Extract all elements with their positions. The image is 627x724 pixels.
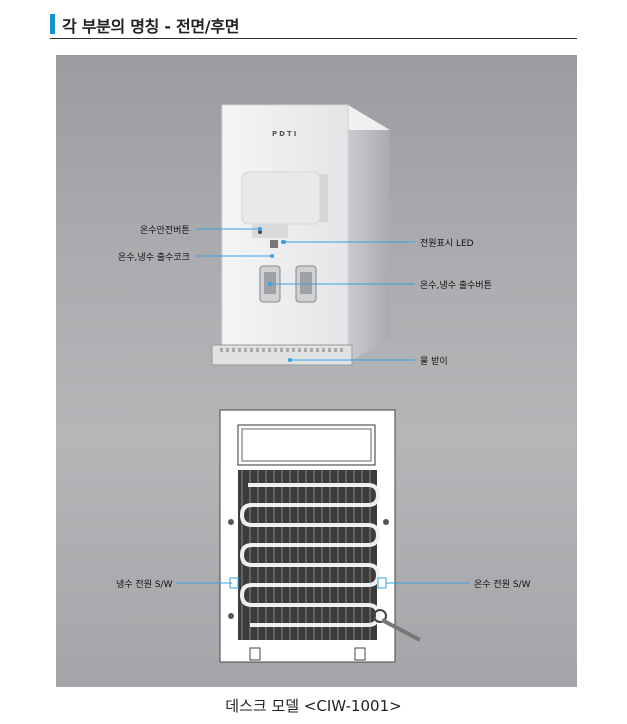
model-caption: 데스크 모델 <CIW-1001> (225, 697, 402, 715)
dispense-button-label: 온수,냉수 출수버튼 (420, 281, 492, 291)
back-unit (219, 409, 421, 663)
drip-tray-label: 물 받이 (420, 357, 448, 367)
front-leaders (196, 228, 415, 361)
hot-switch-label: 온수 전원 S/W (474, 580, 531, 590)
section-header: 각 부분의 명칭 - 전면/후면 (50, 12, 577, 39)
hot-safety-button (258, 230, 262, 234)
hot-power-switch (377, 577, 387, 589)
front-unit (211, 104, 390, 366)
hot-safety-button-label: 온수안전버튼 (140, 226, 190, 236)
power-led-label: 전원표시 LED (420, 239, 474, 249)
front-logo: PDTI (272, 130, 299, 138)
spout-label: 온수,냉수 출수코크 (118, 253, 190, 263)
page-title: 각 부분의 명칭 - 전면/후면 (62, 17, 240, 36)
cold-switch-label: 냉수 전원 S/W (116, 580, 173, 590)
accent-bar (50, 14, 55, 34)
